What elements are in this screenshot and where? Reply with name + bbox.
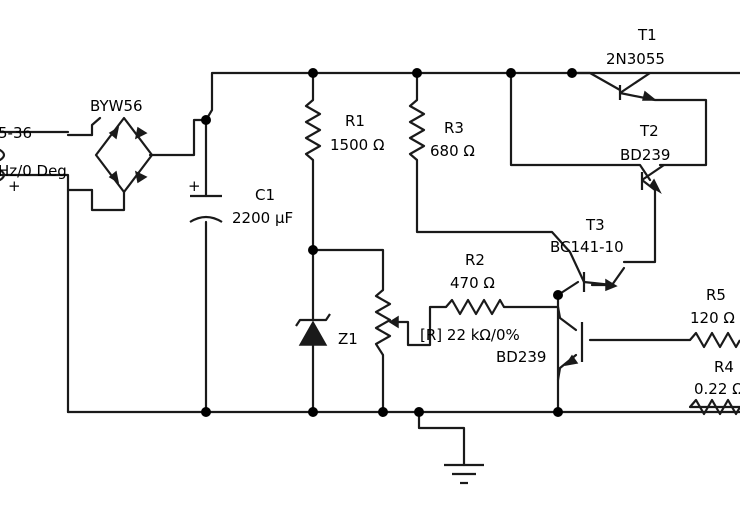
junction-dot: [308, 245, 318, 255]
junction-dot: [506, 68, 516, 78]
r5-value-label: 120 Ω: [690, 309, 735, 327]
t1-name-label: T1: [637, 26, 657, 44]
r2-name-label: R2: [465, 251, 485, 269]
bridge-rectifier: BYW56: [90, 97, 154, 194]
r3-name-label: R3: [444, 119, 464, 137]
transistor-t4: BD239: [496, 322, 584, 367]
source-label-line1: 5-36: [0, 124, 32, 142]
r3-value-label: 680 Ω: [430, 142, 475, 160]
t4-part-label: BD239: [496, 348, 546, 366]
pot-label: [R] 22 kΩ/0%: [420, 326, 520, 344]
r1-value-label: 1500 Ω: [330, 136, 384, 154]
ground-symbol: [444, 463, 484, 485]
resistor-r1: R1 1500 Ω: [304, 99, 384, 161]
r4-value-label: 0.22 Ω: [694, 380, 740, 398]
t1-part-label: 2N3055: [606, 50, 665, 68]
zener-diode-z1: Z1: [295, 313, 358, 348]
resistor-r4: R4 0.22 Ω: [689, 358, 740, 416]
transistor-t3: T3 BC141-10: [550, 216, 624, 292]
t3-name-label: T3: [585, 216, 605, 234]
c1-plus-sign: +: [188, 177, 201, 195]
junction-dot: [414, 407, 424, 417]
bridge-name-label: BYW56: [90, 97, 143, 115]
c1-value-label: 2200 μF: [232, 209, 293, 227]
ac-source: 5-36 Hz/0 Deg +: [0, 124, 67, 195]
t3-part-label: BC141-10: [550, 238, 624, 256]
junction-dot: [412, 68, 422, 78]
z1-name-label: Z1: [338, 330, 358, 348]
transistor-t1: T1 2N3055: [606, 26, 665, 102]
junction-dot: [378, 407, 388, 417]
potentiometer: [R] 22 kΩ/0%: [374, 289, 520, 356]
r2-value-label: 470 Ω: [450, 274, 495, 292]
source-plus-sign: +: [8, 177, 21, 195]
resistor-r2: R2 470 Ω: [445, 251, 505, 316]
source-label-line2: Hz/0 Deg: [0, 162, 67, 180]
c1-name-label: C1: [255, 186, 275, 204]
junction-dots: [201, 68, 577, 417]
resistor-r5: R5 120 Ω: [689, 286, 740, 349]
junction-dot: [567, 68, 577, 78]
junction-dot: [201, 115, 211, 125]
resistor-r3: R3 680 Ω: [408, 99, 475, 161]
junction-dot: [553, 407, 563, 417]
junction-dot: [553, 290, 563, 300]
t2-part-label: BD239: [620, 146, 670, 164]
junction-dot: [201, 407, 211, 417]
r5-name-label: R5: [706, 286, 726, 304]
t2-name-label: T2: [639, 122, 659, 140]
r4-name-label: R4: [714, 358, 734, 376]
capacitor-c1: + C1 2200 μF: [188, 177, 293, 227]
transistor-t2: T2 BD239: [620, 122, 670, 194]
junction-dot: [308, 68, 318, 78]
r1-name-label: R1: [345, 112, 365, 130]
junction-dot: [308, 407, 318, 417]
